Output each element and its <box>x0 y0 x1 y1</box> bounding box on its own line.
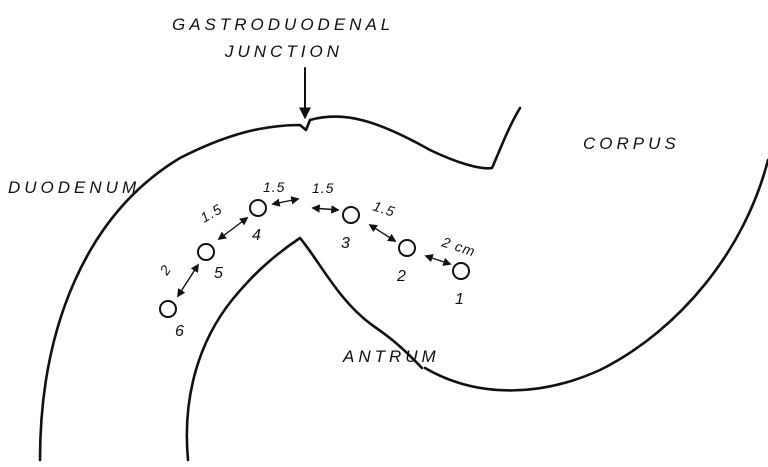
electrode-6-number: 6 <box>175 323 184 340</box>
spacing-arrow-3-4 <box>311 204 340 214</box>
electrode-1-ring <box>452 262 470 280</box>
outer-wall <box>38 106 522 462</box>
spacing-arrow-4-upper <box>271 196 300 207</box>
label-gastroduodenal: GASTRODUODENAL <box>172 15 394 34</box>
spacing-label-1-2: 2 cm <box>439 233 478 259</box>
spacing-label-5-6: 2 <box>156 261 175 278</box>
spacing-label-4-upper: 1.5 <box>263 179 285 195</box>
electrode-2: 2 <box>396 239 416 285</box>
label-junction: JUNCTION <box>224 42 343 61</box>
electrode-4-ring <box>249 199 267 217</box>
inner-wall <box>185 236 424 462</box>
spacing-label-2-3: 1.5 <box>371 198 397 220</box>
electrode-2-number: 2 <box>396 268 406 285</box>
spacing-arrow-2-3 <box>368 224 397 242</box>
electrode-6: 6 <box>159 300 184 340</box>
spacing-arrow-5-6 <box>177 263 199 298</box>
spacing-arrow-4-5 <box>217 216 249 241</box>
spacing-arrow-1-2 <box>424 254 452 266</box>
electrode-5: 5 <box>197 243 223 282</box>
electrode-3: 3 <box>341 206 360 252</box>
greater-curvature <box>423 158 768 392</box>
label-corpus: CORPUS <box>583 134 680 153</box>
electrode-6-ring <box>159 300 177 318</box>
label-duodenum: DUODENUM <box>8 178 140 197</box>
electrode-4: 4 <box>249 199 267 244</box>
electrode-3-ring <box>342 206 360 224</box>
electrode-1: 1 <box>452 262 470 308</box>
electrode-2-ring <box>398 239 416 257</box>
electrode-4-number: 4 <box>252 227 261 244</box>
electrode-1-number: 1 <box>455 291 464 308</box>
spacing-label-3-4: 1.5 <box>312 180 334 196</box>
electrode-5-number: 5 <box>214 265 223 282</box>
spacing-label-4-5: 1.5 <box>198 201 225 226</box>
electrode-5-ring <box>197 243 215 261</box>
electrode-3-number: 3 <box>341 235 350 252</box>
label-antrum: ANTRUM <box>342 347 440 366</box>
